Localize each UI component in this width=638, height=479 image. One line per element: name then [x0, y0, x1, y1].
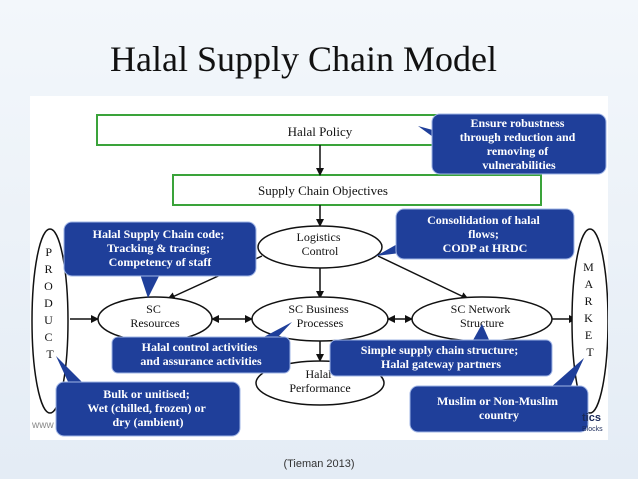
robustness-line: through reduction and: [460, 130, 576, 144]
watermark-right-bottom: Blocks: [582, 426, 603, 433]
sc-network-structure-label: SC Network Structure: [451, 302, 514, 330]
logistics-control-node: [257, 225, 383, 269]
logistics-control-label: Logistics Control: [297, 230, 344, 258]
code-line: Halal Supply Chain code;: [93, 227, 225, 241]
network-line-2: Structure: [460, 316, 504, 330]
control-line: and assurance activities: [140, 354, 262, 368]
callout-muslim: Muslim or Non-Muslim country: [409, 358, 589, 433]
consolidation-line: CODP at HRDC: [443, 241, 528, 255]
product-letter: T: [46, 347, 54, 361]
objectives-label: Supply Chain Objectives: [258, 183, 388, 198]
callout-consolidation: Consolidation of halal flows; CODP at HR…: [376, 208, 575, 260]
callout-robustness: Ensure robustness through reduction and …: [418, 113, 607, 175]
market-side-label: M A R K E T: [583, 260, 597, 359]
bulk-line: dry (ambient): [113, 415, 184, 429]
logistics-line-2: Control: [302, 244, 339, 258]
citation: (Tieman 2013): [283, 458, 355, 470]
product-letter: U: [44, 313, 53, 327]
muslim-line: country: [479, 408, 519, 422]
halal-performance-label: Halal Performance: [289, 367, 350, 395]
callout-bulk: Bulk or unitised; Wet (chilled, frozen) …: [55, 356, 241, 437]
muslim-line: Muslim or Non-Muslim: [437, 394, 558, 408]
watermark-left-text: www: [32, 420, 54, 430]
robustness-line: vulnerabilities: [482, 158, 556, 172]
network-line-1: SC Network: [451, 302, 511, 316]
arrow-logistics-network: [377, 255, 469, 300]
model-figure: Halal Policy Supply Chain Objectives Log…: [30, 96, 608, 440]
control-line: Halal control activities: [142, 340, 258, 354]
watermark-right-top: tics: [582, 412, 601, 424]
watermark-right: tics Blocks: [582, 412, 603, 433]
svg-text:Ensure robustness thro: Ensure robustness through reduction and …: [460, 116, 579, 172]
market-letter: M: [583, 260, 594, 274]
consolidation-line: Consolidation of halal: [427, 213, 540, 227]
resources-line-1: SC: [146, 302, 161, 316]
performance-line-1: Halal: [306, 367, 333, 381]
code-line: Tracking & tracing;: [107, 241, 210, 255]
market-letter: K: [584, 311, 593, 325]
robustness-line: Ensure robustness: [471, 116, 565, 130]
sc-business-processes-node: [251, 296, 389, 342]
processes-line-2: Processes: [297, 316, 344, 330]
consolidation-line: flows;: [468, 227, 499, 241]
svg-text:Halal Supply Chain code;: Halal Supply Chain code; Tracking & trac…: [93, 227, 228, 269]
bulk-line: Bulk or unitised;: [103, 387, 189, 401]
resources-line-2: Resources: [130, 316, 180, 330]
market-letter: E: [585, 328, 592, 342]
callout-control: Halal control activities and assurance a…: [111, 322, 292, 374]
robustness-line: removing of: [487, 144, 549, 158]
watermark-left: www: [32, 420, 54, 430]
market-side-node: [571, 228, 608, 414]
product-letter: P: [45, 245, 52, 259]
product-side-label: P R O D U C T: [44, 245, 56, 361]
product-side-node: [31, 228, 69, 414]
logistics-line-1: Logistics: [297, 230, 341, 244]
slide-title: Halal Supply Chain Model: [110, 39, 497, 79]
market-letter: R: [584, 294, 592, 308]
structure-line: Simple supply chain structure;: [361, 343, 518, 357]
performance-line-2: Performance: [289, 381, 350, 395]
svg-text:Bulk or unitised; Wet: Bulk or unitised; Wet (chilled, frozen) …: [87, 387, 208, 429]
product-letter: O: [44, 279, 53, 293]
processes-line-1: SC Business: [288, 302, 349, 316]
halal-policy-label: Halal Policy: [288, 124, 353, 139]
sc-resources-label: SC Resources: [130, 302, 180, 330]
objectives-box: [172, 174, 542, 206]
svg-text:Muslim or Non-Muslim c: Muslim or Non-Muslim country: [437, 394, 561, 422]
svg-text:Halal control activities: Halal control activities and assurance a…: [140, 340, 262, 368]
svg-text:Simple supply chain structure;: Simple supply chain structure; Halal gat…: [361, 343, 521, 371]
callout-code: Halal Supply Chain code; Tracking & trac…: [63, 221, 257, 298]
market-letter: T: [586, 345, 594, 359]
code-line: Competency of staff: [109, 255, 213, 269]
structure-line: Halal gateway partners: [381, 357, 501, 371]
product-letter: D: [44, 296, 53, 310]
product-letter: R: [44, 262, 52, 276]
product-letter: C: [44, 330, 52, 344]
bulk-line: Wet (chilled, frozen) or: [87, 401, 206, 415]
callout-structure: Simple supply chain structure; Halal gat…: [329, 324, 553, 377]
svg-text:Consolidation of halal: Consolidation of halal flows; CODP at HR…: [427, 213, 543, 255]
sc-business-processes-label: SC Business Processes: [288, 302, 351, 330]
model-diagram: Halal Policy Supply Chain Objectives Log…: [31, 113, 608, 437]
market-letter: A: [584, 277, 593, 291]
